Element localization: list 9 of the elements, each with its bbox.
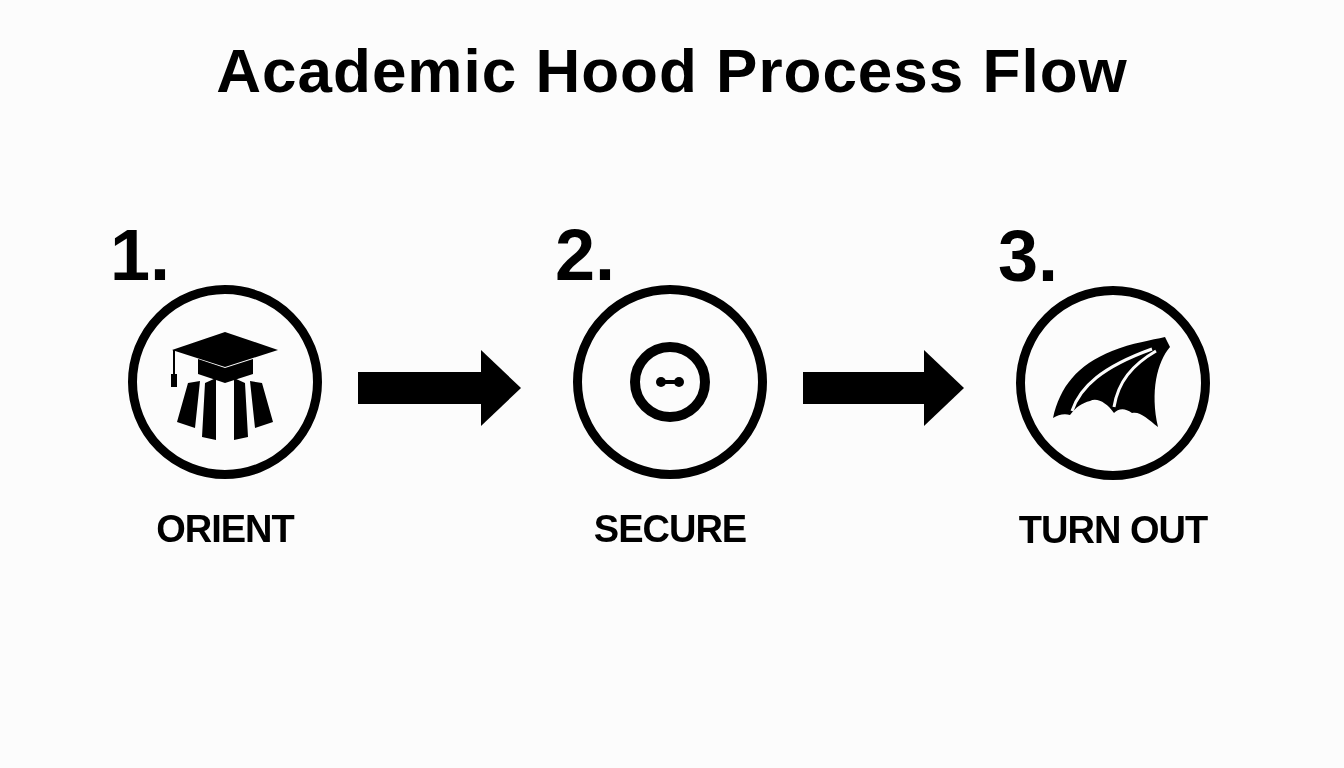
arrow [358,350,521,426]
arrow [803,350,964,426]
step-label: TURN OUT [1018,511,1208,549]
step-label: ORIENT [156,510,294,548]
step-number: 1. [110,219,171,291]
step-number: 2. [555,219,616,291]
diagram-title: Academic Hood Process Flow [216,36,1128,105]
step-number: 3. [998,220,1059,292]
step-label: SECURE [593,510,747,548]
